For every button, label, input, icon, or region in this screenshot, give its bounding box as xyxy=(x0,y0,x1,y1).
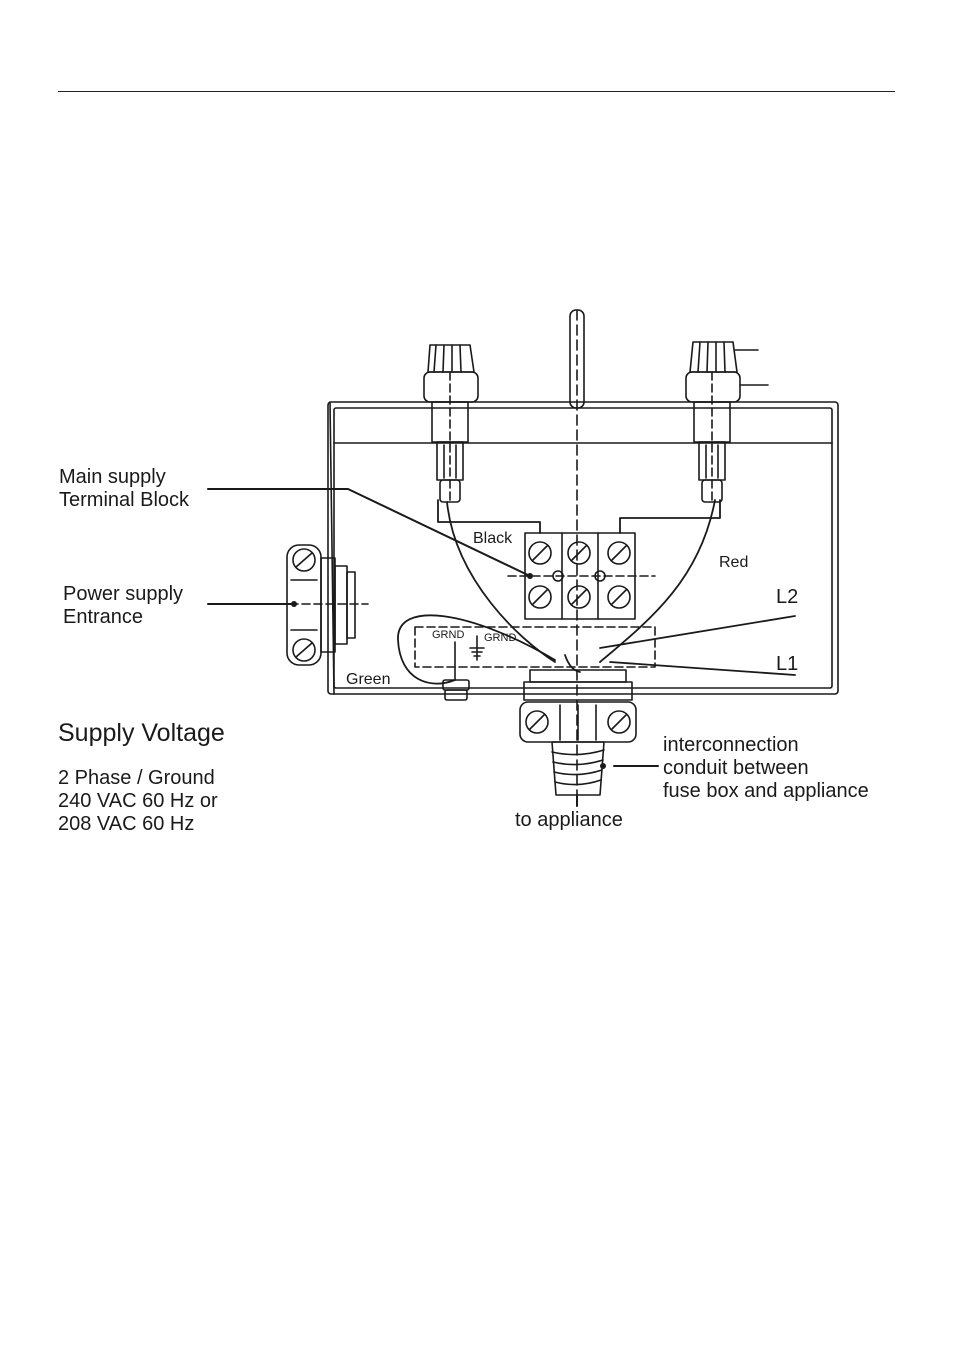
wires xyxy=(398,500,795,684)
l1-label: L1 xyxy=(776,653,798,676)
supply-line-2: 240 VAC 60 Hz or xyxy=(58,790,218,813)
leader-lines xyxy=(208,489,658,806)
supply-line-3: 208 VAC 60 Hz xyxy=(58,813,194,836)
supply-line-1: 2 Phase / Ground xyxy=(58,767,215,790)
supply-voltage-heading: Supply Voltage xyxy=(58,719,225,747)
center-rod xyxy=(570,310,584,805)
interconnection-label-line2: conduit between xyxy=(663,757,809,780)
l2-label: L2 xyxy=(776,586,798,609)
red-wire-label: Red xyxy=(719,554,748,572)
main-supply-label-line2: Terminal Block xyxy=(59,489,189,512)
left-fuse-holder xyxy=(424,345,478,502)
grnd-label-2: GRND xyxy=(484,632,516,644)
green-wire-label: Green xyxy=(346,671,390,689)
right-fuse-holder xyxy=(686,342,768,502)
to-appliance-label: to appliance xyxy=(515,809,623,832)
power-supply-label-line2: Entrance xyxy=(63,606,143,629)
interconnection-label-line1: interconnection xyxy=(663,734,799,757)
power-supply-label-line1: Power supply xyxy=(63,583,183,606)
grnd-label-1: GRND xyxy=(432,629,464,641)
main-supply-label-line1: Main supply xyxy=(59,466,166,489)
wire-dots xyxy=(291,573,606,769)
interconnection-label-line3: fuse box and appliance xyxy=(663,780,869,803)
black-wire-label: Black xyxy=(473,530,512,548)
